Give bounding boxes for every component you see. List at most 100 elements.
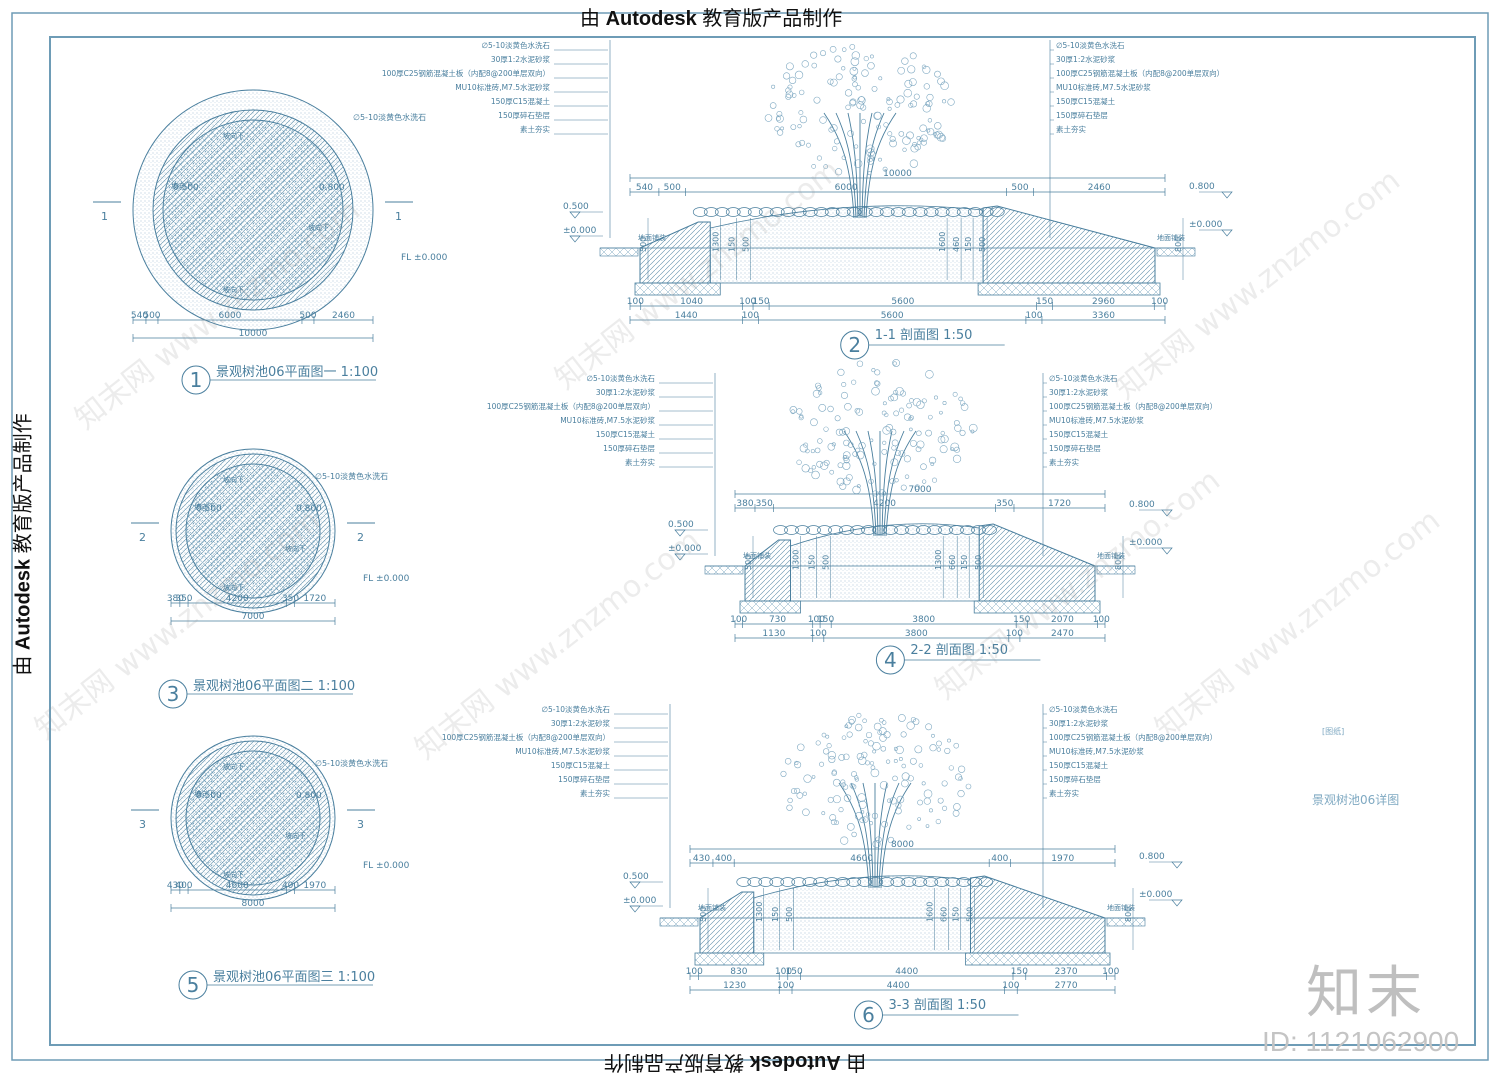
level-label: 0.800	[1129, 500, 1155, 510]
vertical-dim-label: 150	[952, 907, 961, 922]
footing-right	[965, 952, 1111, 966]
sections-group: 地面铺装地面铺装0.500±0.0000.800±0.000∅5-10淡黄色水洗…	[382, 40, 1233, 1030]
section-shrubs	[692, 207, 1005, 217]
tree-leaf	[893, 759, 898, 763]
tree-leaf	[855, 85, 861, 91]
layer-label: ∅5-10淡黄色水洗石	[481, 40, 550, 50]
level-label: ±0.000	[1129, 538, 1163, 548]
shrub	[736, 877, 752, 887]
shrub	[956, 207, 972, 217]
vertical-dim-label: 150	[808, 555, 817, 570]
tree-leaf	[921, 398, 927, 404]
layer-label: 30厚1:2水泥砂浆	[1049, 387, 1109, 397]
section-top-total-label: 8000	[891, 840, 914, 850]
shrub	[802, 877, 818, 887]
section-left-wall	[699, 891, 755, 954]
tree-leaf	[930, 462, 935, 466]
layer-label: MU10标准砖,M7.5水泥砂浆	[1049, 415, 1144, 425]
tree-leaf	[787, 84, 793, 90]
tree-leaf	[872, 749, 877, 754]
plan-inner-gravel	[186, 751, 320, 885]
level-marker: ±0.000	[668, 544, 708, 561]
tree-leaf	[838, 754, 845, 761]
plan-title: 景观树池06平面图三 1:100	[213, 970, 375, 985]
inner-frame	[49, 36, 1476, 1046]
side-title: 景观树池06详图	[1312, 792, 1399, 807]
section-top-dim-label: 500	[664, 183, 681, 193]
tree-leaf	[894, 102, 901, 108]
vertical-dim-label: 500	[699, 907, 708, 922]
tree-leaf	[919, 124, 927, 133]
autodesk-banner-top: 由 Autodesk 教育版产品制作	[580, 8, 843, 30]
tree-leaf	[869, 438, 874, 443]
tree-leaf	[828, 755, 836, 764]
tree-leaf	[790, 788, 797, 795]
tree-leaf	[834, 138, 840, 145]
tree-leaf	[844, 724, 849, 729]
level-triangle	[1171, 899, 1183, 907]
tree-leaf	[780, 770, 787, 777]
shrub	[791, 877, 807, 887]
section-bottom-dim-label: 830	[730, 967, 747, 977]
tree-leaf	[952, 809, 960, 817]
section-title: 2-2 剖面图 1:50	[910, 643, 1008, 658]
vertical-dim-label: 500	[966, 907, 975, 922]
tree-leaf	[836, 477, 845, 486]
layer-callout: ∅5-10淡黄色水洗石30厚1:2水泥砂浆100厚C25钢筋混凝土板（内配8@2…	[1042, 373, 1217, 556]
shrub	[714, 207, 730, 217]
plan-number-callout: 1	[181, 365, 211, 395]
tree-leaf	[907, 65, 916, 74]
layer-label: 150厚C15混凝土	[1049, 429, 1109, 439]
tree-leaf	[910, 717, 916, 723]
tree-leaf	[903, 455, 911, 463]
plan-inner-gravel	[163, 120, 343, 300]
shrub	[769, 877, 785, 887]
section-bottom-dim-label: 150	[1011, 967, 1028, 977]
tree-leaf	[775, 114, 784, 123]
section-cut-label: 1	[395, 210, 402, 223]
layer-label: 150厚碎石垫层	[558, 774, 610, 784]
section-bottom-dim-label: 150	[1036, 297, 1053, 307]
tree-leaf	[878, 76, 883, 81]
tree-leaf	[901, 779, 909, 788]
tree-leaf	[958, 776, 963, 781]
tree-leaf	[923, 789, 933, 799]
tree-leaf	[787, 797, 793, 804]
tree-leaf	[968, 423, 978, 433]
plan-total-dim-label: 7000	[242, 612, 265, 622]
tree-leaf	[925, 101, 931, 107]
shrub	[938, 525, 953, 535]
tree-leaf	[850, 783, 857, 790]
tree-leaf	[840, 836, 849, 845]
tree-leaf	[816, 460, 823, 468]
plan-title: 景观树池06平面图一 1:100	[216, 365, 378, 380]
footing-left	[694, 952, 765, 966]
tree-leaf	[872, 490, 879, 497]
shrub	[883, 525, 898, 535]
layer-label: MU10标准砖,M7.5水泥砂浆	[560, 415, 655, 425]
tree-leaf	[913, 93, 920, 100]
shrub	[747, 877, 763, 887]
shrub	[967, 877, 983, 887]
tree-leaf	[862, 816, 869, 823]
layer-label: 150厚C15混凝土	[1049, 760, 1109, 770]
tree-leaf	[868, 478, 874, 485]
shrub	[784, 525, 799, 535]
vertical-dim-label: 660	[948, 555, 957, 570]
section-bottom-dim2-label: 2770	[1055, 981, 1078, 991]
level-marker: 0.500	[563, 202, 603, 219]
tree-leaf	[835, 428, 843, 436]
tree-leaf	[885, 424, 894, 432]
tree-leaf	[958, 396, 963, 402]
tree-leaf	[776, 110, 783, 117]
brand-logo-text: 知末	[1306, 961, 1426, 1026]
tree-leaf	[845, 474, 853, 481]
level-marker: 0.500	[623, 872, 663, 889]
tree-leaf	[891, 439, 899, 447]
tree-leaf	[834, 415, 841, 422]
tree-leaf	[867, 171, 872, 176]
tree-leaf	[916, 430, 922, 436]
tree-leaf	[957, 765, 966, 773]
plan-stone-label: ∅5-10淡黄色水洗石	[315, 758, 388, 768]
